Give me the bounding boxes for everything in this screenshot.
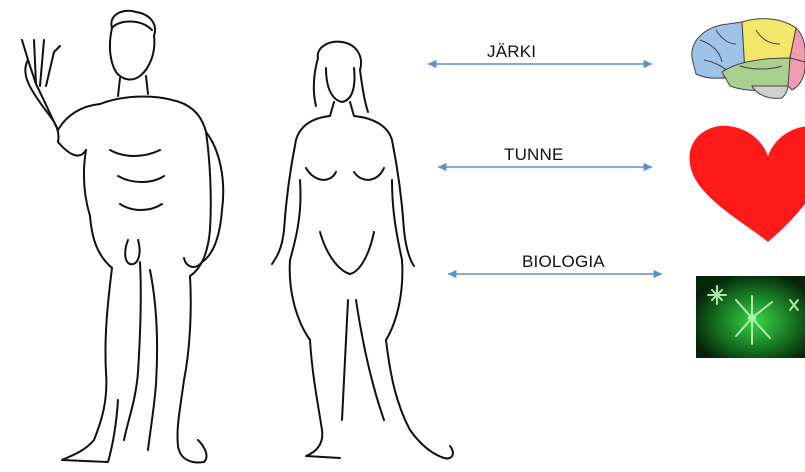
diagram: JÄRKI TUNNE BIOLOGIA [0, 0, 805, 472]
microorganism-icon [0, 0, 805, 472]
